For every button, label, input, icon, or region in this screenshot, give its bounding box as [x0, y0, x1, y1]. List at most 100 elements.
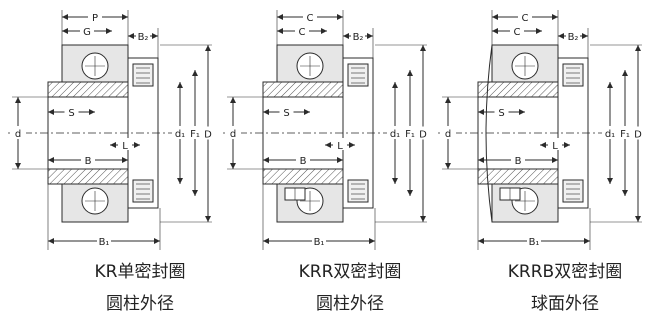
dim-l-arrow-left	[540, 142, 546, 148]
dim-b1-arrow-right	[154, 238, 160, 244]
dim-b-arrow-left	[478, 157, 484, 163]
dim-s-arrow-right	[519, 109, 525, 115]
dim-l-label: L	[122, 141, 128, 152]
seal-top	[562, 63, 584, 87]
dim-d1-label-bg	[602, 126, 618, 139]
dim-b2-label-bg	[136, 29, 150, 41]
dim-b1-label: B₁	[529, 237, 540, 248]
dim-top1-label-bg	[303, 10, 317, 22]
caption-kr-line2: 圆柱外径	[106, 294, 174, 314]
dim-f1-arrow-up	[192, 70, 198, 76]
dim-b2-label: B₂	[353, 32, 364, 43]
dim-b1-arrow-left	[263, 238, 269, 244]
dim-f1-label: F₁	[620, 129, 630, 140]
dim-top2-arrow-right	[321, 28, 327, 34]
dim-top2-label: C	[514, 27, 521, 38]
dim-top1-arrow-right	[552, 14, 558, 20]
dim-d-arrow-down	[445, 163, 451, 169]
dim-d-arrow-up	[15, 97, 21, 103]
dim-D-label: D	[419, 130, 427, 141]
seal-bottom	[562, 179, 584, 203]
dim-d1-label: d₁	[390, 129, 400, 140]
dim-b1-label-bg	[97, 234, 111, 246]
dim-D-label-bg	[630, 126, 646, 140]
dim-l-label: L	[337, 141, 343, 152]
inner-ring-bottom	[477, 168, 559, 185]
dim-d-label-bg	[440, 126, 456, 139]
dim-d1-arrow-up	[177, 82, 183, 88]
dim-b2-label: B₂	[568, 32, 579, 43]
dim-D-arrow-up	[205, 45, 211, 51]
dim-f1-label-bg	[617, 126, 633, 139]
dim-b2-label-bg	[566, 29, 580, 41]
dim-b-label-bg	[296, 153, 310, 165]
dim-b2-label-bg	[351, 29, 365, 41]
dim-s-label-bg	[64, 105, 79, 117]
dim-b1-arrow-left	[478, 238, 484, 244]
dim-b-label: B	[85, 156, 92, 167]
caption-krrb-line1: KRRB双密封圈	[507, 262, 623, 282]
dim-d-arrow-up	[445, 97, 451, 103]
dim-d-arrow-down	[230, 163, 236, 169]
caption-kr: KR单密封圈 圆柱外径	[30, 262, 250, 314]
dim-s-label-bg	[494, 105, 509, 117]
seal-top	[132, 63, 154, 87]
dim-f1-arrow-down	[192, 190, 198, 196]
dim-d-arrow-up	[230, 97, 236, 103]
dim-b2-label: B₂	[138, 32, 149, 43]
caption-krr-line2: 圆柱外径	[316, 294, 384, 314]
dim-l-arrow-right	[564, 142, 570, 148]
dim-D-arrow-up	[635, 45, 641, 51]
dim-f1-label-bg	[402, 126, 418, 139]
inner-ring-top	[477, 81, 559, 98]
dim-d1-arrow-up	[607, 82, 613, 88]
dim-s-arrow-right	[304, 109, 310, 115]
dim-top1-label: C	[522, 13, 529, 24]
dim-top2-arrow-left	[277, 28, 283, 34]
dim-f1-label: F₁	[405, 129, 415, 140]
caption-krr-line1: KRR双密封圈	[298, 262, 402, 282]
dim-top2-label-bg	[80, 24, 94, 36]
dim-b1-arrow-left	[48, 238, 54, 244]
dim-d-label: d	[15, 129, 21, 140]
seal-top	[347, 63, 369, 87]
seal-bottom	[132, 179, 154, 203]
dim-s-arrow-left	[48, 109, 54, 115]
dim-top1-arrow-left	[62, 14, 68, 20]
dim-d1-arrow-down	[177, 178, 183, 184]
seal-bottom	[347, 179, 369, 203]
dim-l-label-bg	[118, 138, 132, 150]
dim-d1-arrow-down	[607, 178, 613, 184]
dim-d1-label-bg	[387, 126, 403, 139]
dim-d-label-bg	[225, 126, 241, 139]
dim-b-arrow-right	[552, 157, 558, 163]
dim-l-label: L	[552, 141, 558, 152]
dim-top2-arrow-right	[536, 28, 542, 34]
dim-d-label: d	[230, 129, 236, 140]
dim-b2-arrow-left	[343, 33, 349, 39]
dim-f1-arrow-up	[407, 70, 413, 76]
dim-top1-arrow-left	[277, 14, 283, 20]
dim-b2-arrow-right	[582, 33, 588, 39]
dim-b2-arrow-right	[152, 33, 158, 39]
dim-d1-label-bg	[172, 126, 188, 139]
dim-b2-arrow-left	[558, 33, 564, 39]
dim-b-label: B	[300, 156, 307, 167]
dim-s-label-bg	[279, 105, 294, 117]
dim-D-label: D	[204, 130, 212, 141]
dim-top1-arrow-left	[492, 14, 498, 20]
dim-l-label-bg	[548, 138, 562, 150]
dim-top2-arrow-left	[492, 28, 498, 34]
dim-s-arrow-left	[263, 109, 269, 115]
dim-top2-arrow-right	[106, 28, 112, 34]
dim-f1-arrow-up	[622, 70, 628, 76]
dim-b-label: B	[515, 156, 522, 167]
dim-b2-arrow-left	[128, 33, 134, 39]
caption-krrb: KRRB双密封圈 球面外径	[455, 262, 660, 314]
dim-d1-label: d₁	[175, 129, 185, 140]
dim-f1-arrow-down	[407, 190, 413, 196]
dim-l-arrow-left	[110, 142, 116, 148]
dim-f1-label-bg	[187, 126, 203, 139]
